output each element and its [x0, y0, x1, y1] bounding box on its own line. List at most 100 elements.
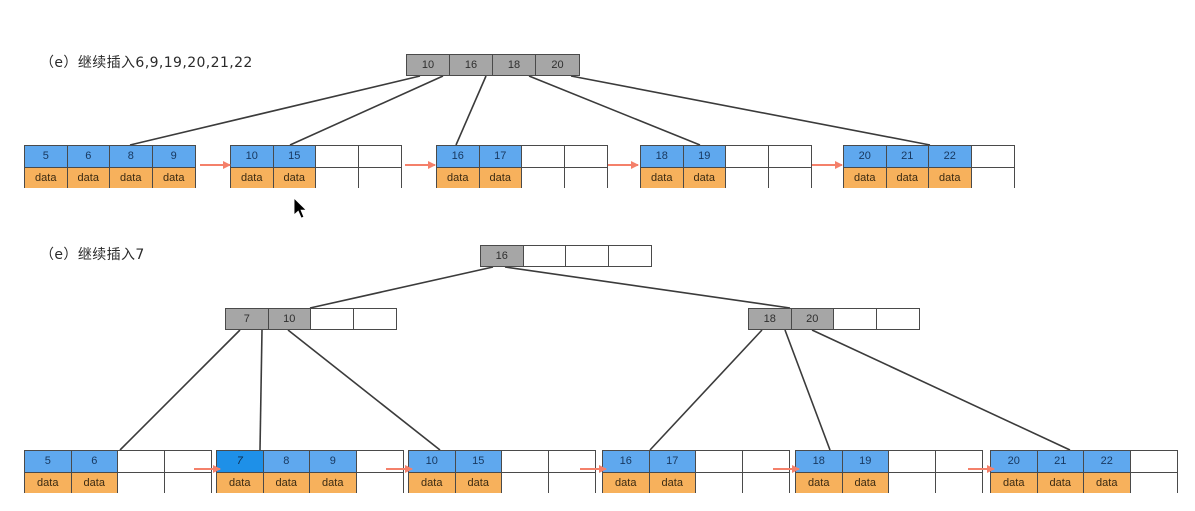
leaf-key-cell-highlighted: 7: [217, 451, 264, 472]
node-key-cell: 7: [226, 309, 269, 329]
leaf-empty-cell: [502, 472, 549, 493]
leaf-key-cell: 16: [603, 451, 650, 472]
leaf-key-cell: 18: [796, 451, 843, 472]
leaf-data-cell: data: [796, 472, 843, 493]
tree-edge: [570, 75, 931, 146]
leaf-empty-cell: [742, 472, 789, 493]
leaf-data-cell: data: [263, 472, 310, 493]
leaf-data-cell: data: [437, 167, 480, 188]
node-key-cell: 10: [268, 309, 311, 329]
leaf-key-cell: 17: [479, 146, 522, 167]
leaf-key-cell: 9: [152, 146, 195, 167]
leaf-empty-cell: [356, 451, 403, 472]
node-empty-cell: [834, 309, 877, 329]
leaf-data-cell: data: [67, 167, 110, 188]
node-key-cell: 20: [536, 55, 579, 75]
node-key-cell: 16: [450, 55, 493, 75]
leaf-link-arrow-icon: [968, 464, 995, 473]
tree-edge: [649, 329, 763, 451]
figure-caption-1: （e）继续插入7: [40, 247, 145, 263]
leaf-data-cell: data: [929, 167, 972, 188]
leaf-key-cell: 8: [110, 146, 153, 167]
leaf-empty-cell: [164, 472, 211, 493]
leaf-data-cell: data: [649, 472, 696, 493]
leaf-empty-cell: [358, 167, 401, 188]
leaf-data-cell: data: [71, 472, 118, 493]
tree-edge: [289, 75, 444, 146]
leaf-data-cell: data: [683, 167, 726, 188]
leaf-data-cell: data: [455, 472, 502, 493]
fig2-root-node: 16: [480, 245, 652, 267]
leaf-key-cell: 15: [273, 146, 316, 167]
leaf-empty-cell: [356, 472, 403, 493]
leaf-data-cell: data: [409, 472, 456, 493]
leaf-empty-cell: [564, 146, 607, 167]
leaf-data-cell: data: [1037, 472, 1084, 493]
leaf-empty-cell: [889, 472, 936, 493]
leaf-empty-cell: [118, 451, 165, 472]
leaf-key-cell: 6: [71, 451, 118, 472]
leaf-empty-cell: [548, 451, 595, 472]
node-key-cell: 18: [493, 55, 536, 75]
leaf-empty-cell: [768, 146, 811, 167]
tree-edge: [528, 75, 701, 146]
leaf-empty-cell: [696, 451, 743, 472]
node-key-cell: 20: [791, 309, 834, 329]
leaf-link-arrow-icon: [405, 160, 436, 169]
leaf-data-cell: data: [25, 167, 68, 188]
leaf-empty-cell: [164, 451, 211, 472]
leaf-key-cell: 22: [929, 146, 972, 167]
leaf-empty-cell: [522, 146, 565, 167]
leaf-key-cell: 18: [641, 146, 684, 167]
leaf-data-cell: data: [273, 167, 316, 188]
leaf-empty-cell: [889, 451, 936, 472]
leaf-key-cell: 5: [25, 451, 72, 472]
leaf-empty-cell: [935, 472, 982, 493]
leaf-data-cell: data: [886, 167, 929, 188]
leaf-data-cell: data: [25, 472, 72, 493]
leaf-key-cell: 9: [310, 451, 357, 472]
mouse-cursor-icon: [294, 198, 308, 219]
leaf-empty-cell: [316, 167, 359, 188]
leaf-empty-cell: [696, 472, 743, 493]
leaf-key-cell: 22: [1084, 451, 1131, 472]
leaf-empty-cell: [564, 167, 607, 188]
leaf-empty-cell: [502, 451, 549, 472]
leaf-data-cell: data: [110, 167, 153, 188]
leaf-data-cell: data: [842, 472, 889, 493]
leaf-key-cell: 17: [649, 451, 696, 472]
leaf-key-cell: 19: [842, 451, 889, 472]
tree-edge: [119, 329, 241, 451]
node-empty-cell: [311, 309, 354, 329]
leaf-empty-cell: [118, 472, 165, 493]
node-empty-cell: [353, 309, 396, 329]
leaf-data-cell: data: [603, 472, 650, 493]
leaf-key-cell: 10: [231, 146, 274, 167]
leaf-key-cell: 20: [991, 451, 1038, 472]
tree-edge: [784, 329, 831, 451]
leaf-data-cell: data: [231, 167, 274, 188]
leaf-link-arrow-icon: [608, 160, 639, 169]
leaf-empty-cell: [971, 146, 1014, 167]
